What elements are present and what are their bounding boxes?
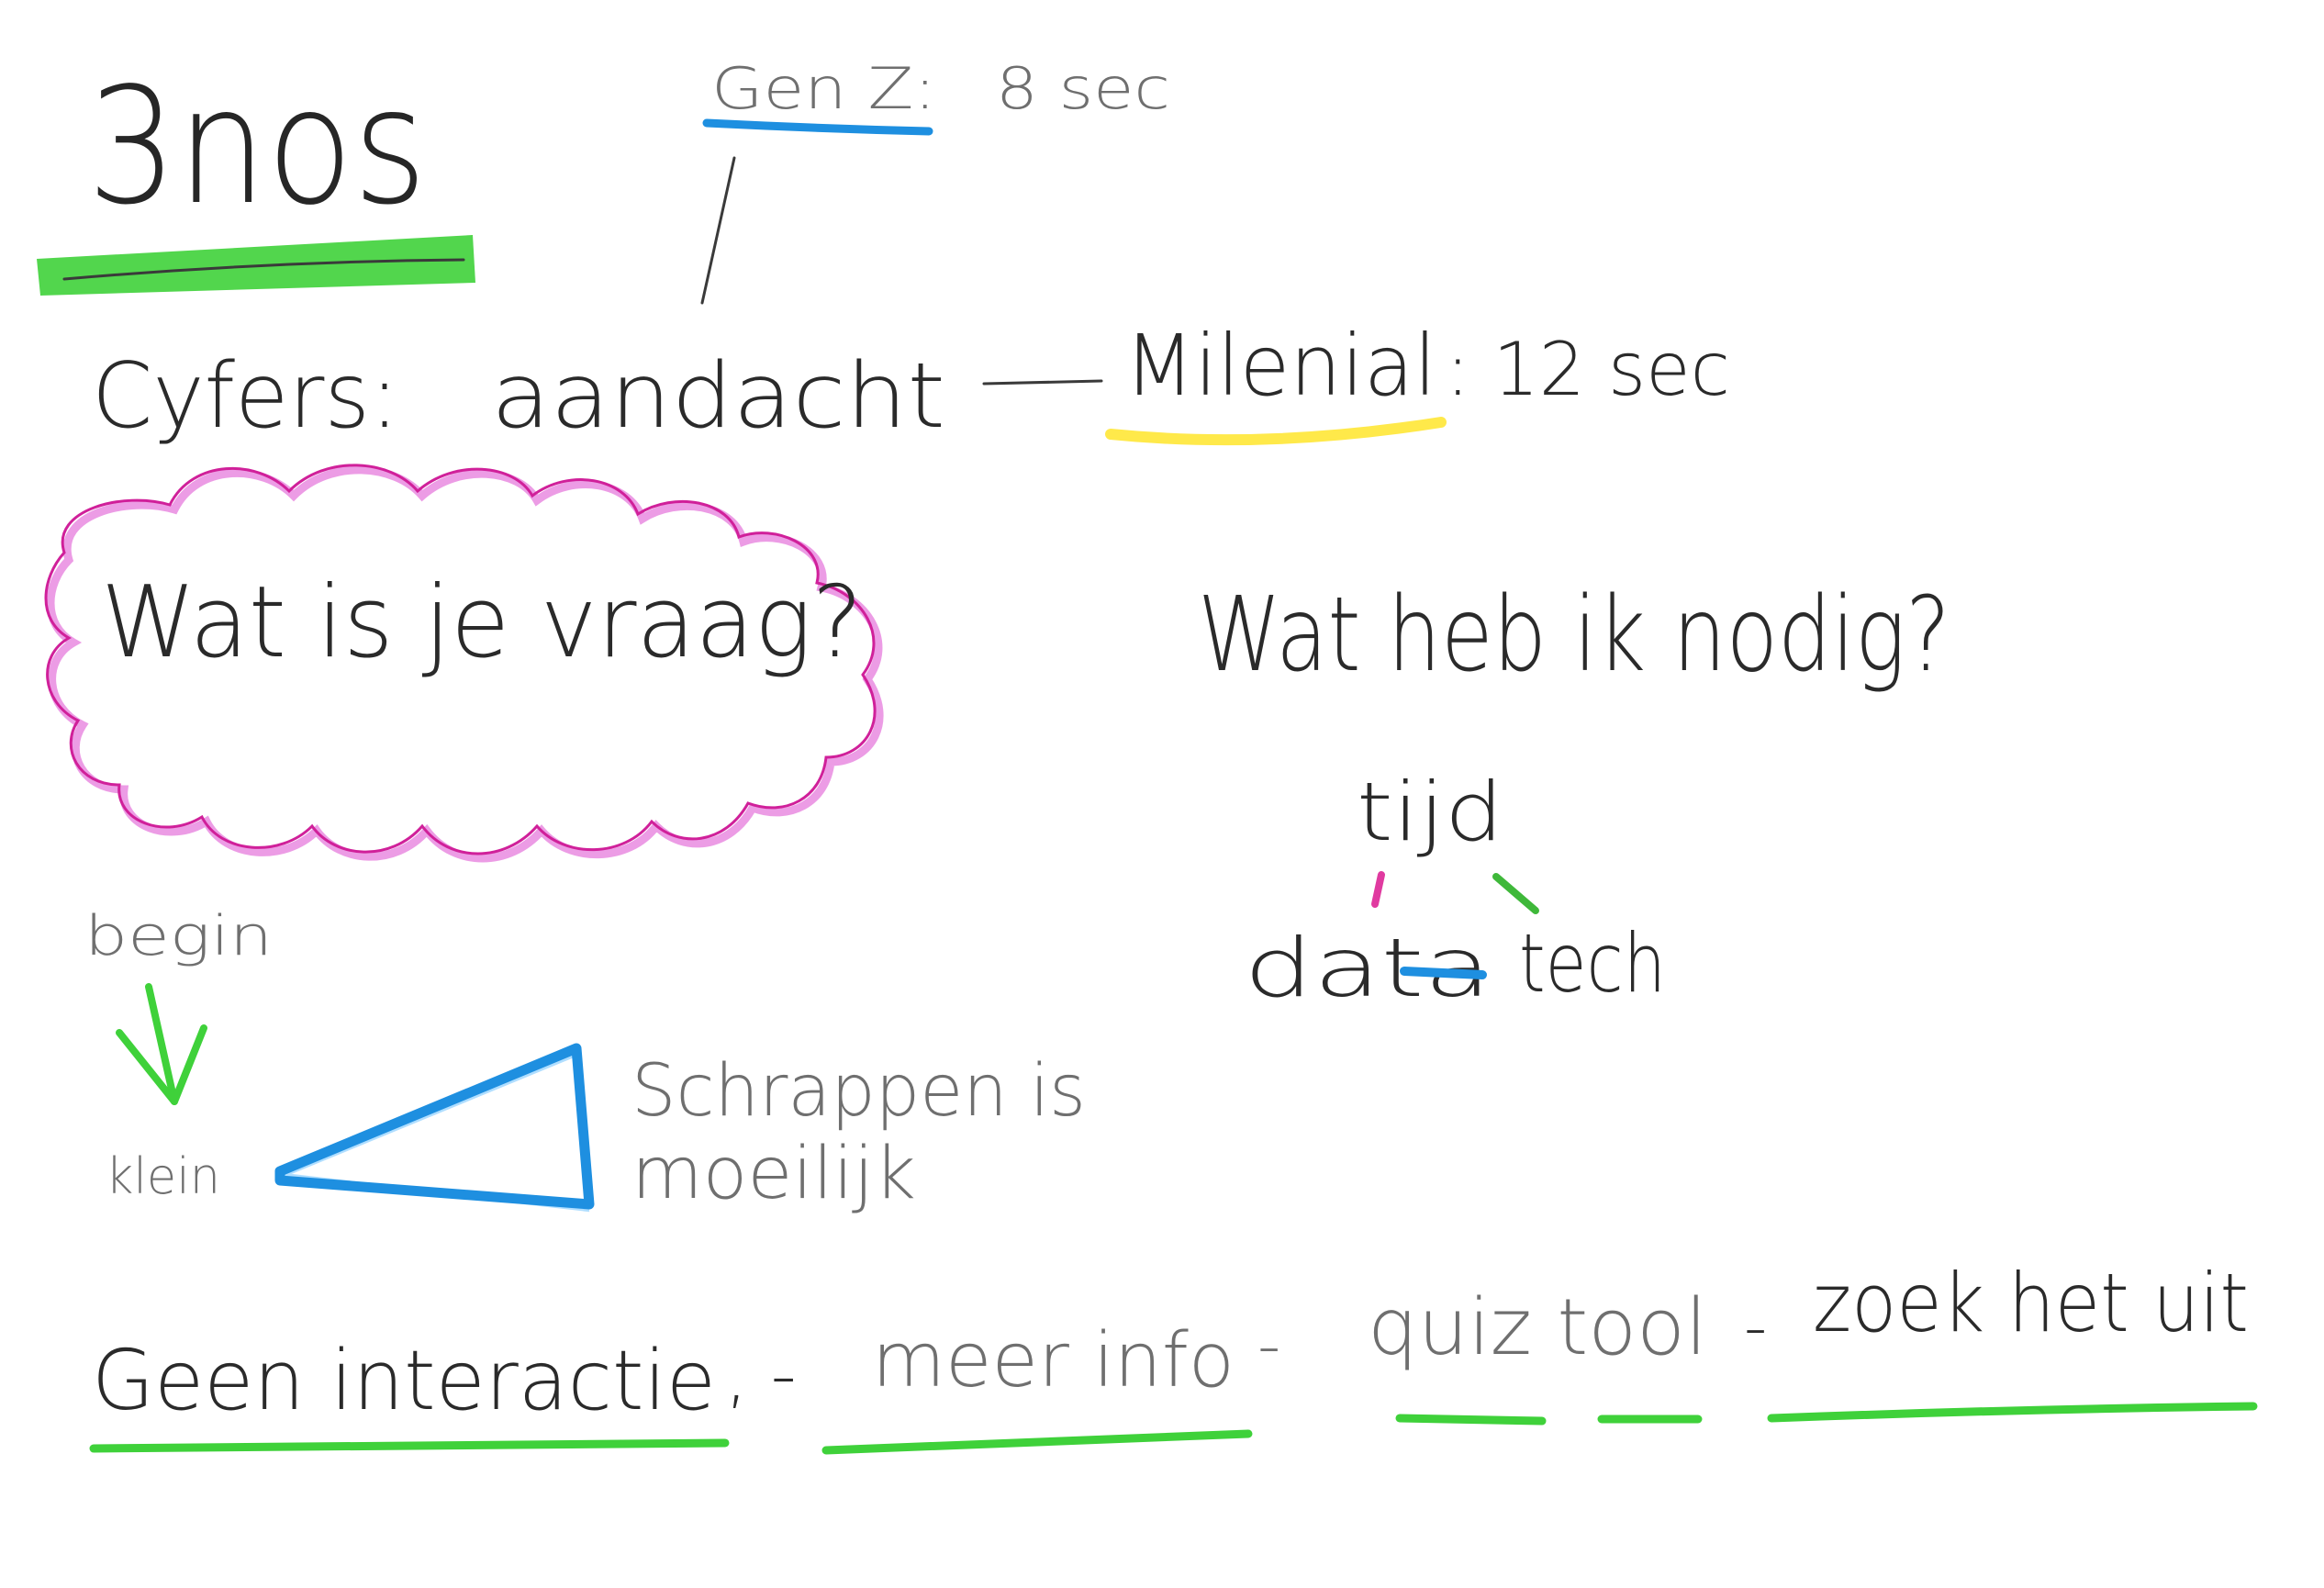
option-sep-2: - [1257, 1308, 1280, 1383]
funnel-note-line1: Schrappen is [631, 1050, 1086, 1133]
milenial-connector [982, 379, 1103, 386]
option-meer-info: meer info [872, 1317, 1235, 1404]
option-quiz-tool: quiz tool [1368, 1282, 1707, 1373]
needs-question: Wat heb ik nodig? [1198, 576, 1950, 695]
cloud-question: Wat is je vraag? [101, 565, 863, 680]
stats-topic: aandacht [491, 344, 945, 449]
milenial-label: Milenial [1124, 317, 1436, 415]
genz-underline [702, 118, 933, 136]
milenial-value: : 12 sec [1446, 327, 1730, 412]
funnel-begin: begin [84, 904, 273, 968]
funnel-note-line2: moeilijk [631, 1133, 916, 1215]
milenial-underline [1105, 417, 1447, 446]
need-edge-tijd-tech [1492, 873, 1539, 914]
need-tech: tech [1519, 916, 1666, 1011]
option-underline-2 [821, 1429, 1253, 1455]
option-underline-4 [1767, 1402, 2258, 1423]
need-data: data [1244, 921, 1492, 1015]
option-geen-interactie: Geen interactie [92, 1333, 716, 1429]
need-tijd: tijd [1357, 765, 1503, 859]
funnel-klein: klein [106, 1147, 220, 1205]
question-cloud-shadow [46, 465, 884, 863]
option-underline-1 [89, 1438, 730, 1453]
title-underline [62, 258, 465, 281]
option-sep-3: - [1744, 1290, 1767, 1365]
genz-value: 8 sec [996, 55, 1170, 122]
option-underline-3a [1395, 1414, 1547, 1426]
option-zoek-het-uit: zoek het uit [1813, 1256, 2249, 1350]
funnel-triangle [274, 1043, 595, 1213]
question-cloud [44, 464, 877, 856]
genz-connector [700, 156, 736, 305]
down-arrow-icon [116, 983, 207, 1105]
need-edge-data-tech [1400, 967, 1487, 979]
page-title: 3nos [87, 54, 427, 240]
stats-label: Cyfers: [92, 344, 399, 449]
option-sep-1: , - [725, 1335, 797, 1417]
genz-label: Gen Z: [711, 55, 936, 122]
need-edge-tijd-data [1371, 871, 1385, 908]
